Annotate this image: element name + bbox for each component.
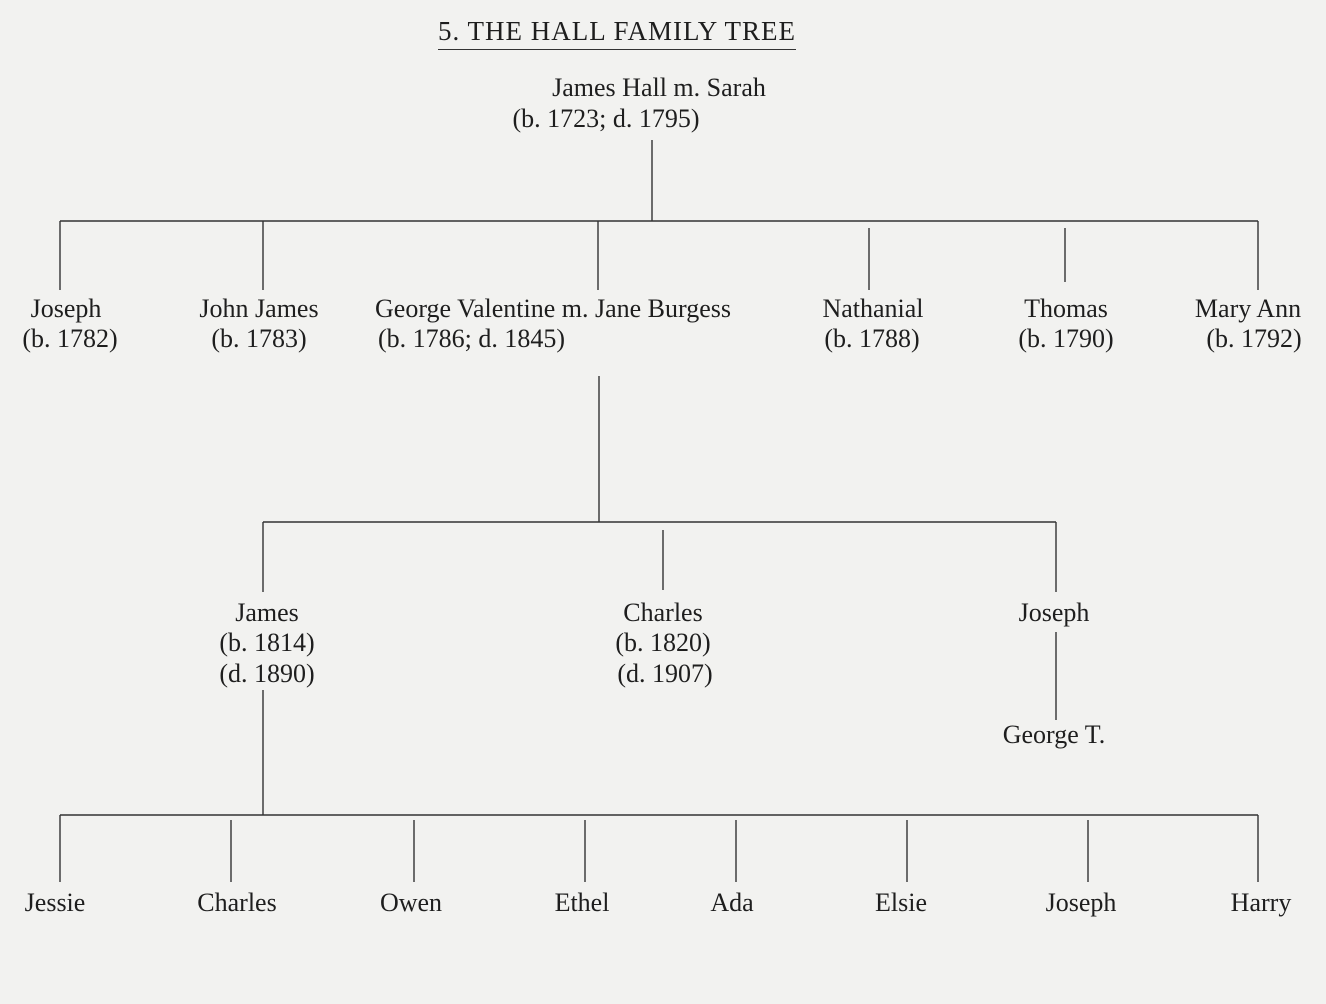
- gen4-name: Charles: [197, 888, 277, 917]
- root-dates: (b. 1723; d. 1795): [512, 104, 700, 133]
- gen4-name: Jessie: [24, 888, 86, 917]
- gen3-death: (d. 1890): [219, 659, 315, 688]
- gen2-dates: (b. 1786; d. 1845): [378, 324, 566, 353]
- gen2-name: Thomas: [1024, 294, 1108, 323]
- gen4-name: Joseph: [1045, 888, 1117, 917]
- diagram-title: 5. THE HALL FAMILY TREE: [438, 16, 797, 50]
- gen2-name: Joseph: [30, 294, 102, 323]
- gen2-name: Nathanial: [822, 294, 924, 323]
- gen2-dates: (b. 1782): [22, 324, 118, 353]
- gen4-name: Owen: [379, 888, 443, 917]
- gen4-name: Harry: [1230, 888, 1292, 917]
- gen2-dates: (b. 1790): [1018, 324, 1114, 353]
- gen2-dates: (b. 1788): [824, 324, 920, 353]
- gen4-name: Ada: [710, 888, 754, 917]
- gen2-name: George Valentine m. Jane Burgess: [375, 294, 731, 323]
- gen3-death: (d. 1907): [617, 659, 713, 688]
- gen2-dates: (b. 1792): [1206, 324, 1302, 353]
- gen3-child-name: George T.: [1002, 720, 1106, 749]
- gen4-name: Ethel: [554, 888, 610, 917]
- gen3-name: Charles: [623, 598, 703, 627]
- gen2-dates: (b. 1783): [211, 324, 307, 353]
- gen3-birth: (b. 1820): [615, 628, 711, 657]
- gen4-name: Elsie: [875, 888, 927, 917]
- gen2-name: John James: [199, 294, 319, 323]
- gen2-name: Mary Ann: [1194, 294, 1302, 323]
- gen3-name: James: [235, 598, 299, 627]
- gen3-birth: (b. 1814): [219, 628, 315, 657]
- root-name: James Hall m. Sarah: [552, 73, 766, 102]
- gen3-name: Joseph: [1018, 598, 1090, 627]
